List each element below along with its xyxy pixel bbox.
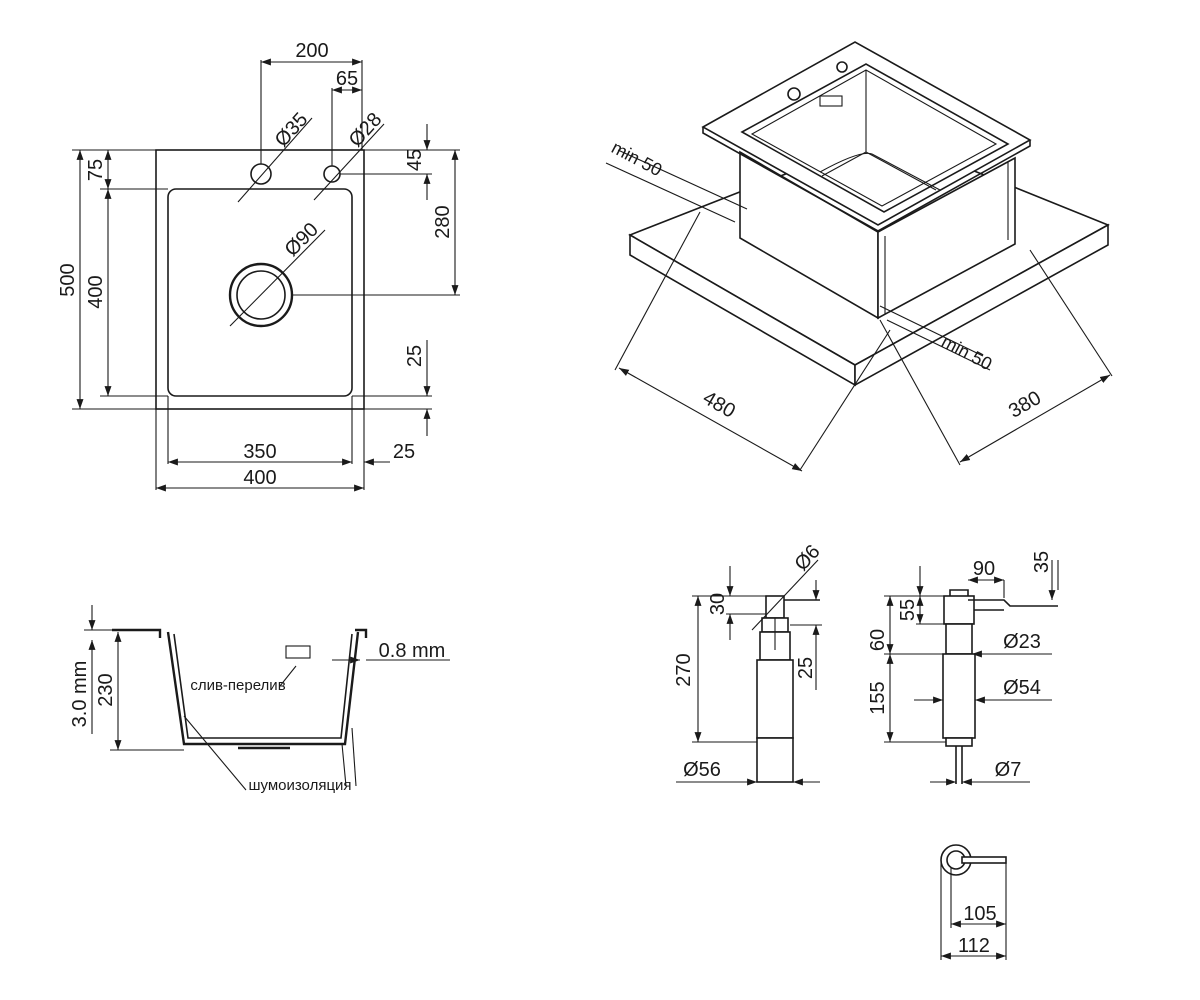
dispenser-top-view: 105 112: [940, 844, 1007, 960]
dim-30: 30: [707, 593, 729, 615]
dim-08mm: 0.8 mm: [379, 640, 446, 662]
iso-dispenser-hole: [836, 61, 848, 73]
bowl-opening: [740, 63, 1010, 213]
top-view: 200 65 Ø35 Ø28 75 45 280 Ø90 500 400 25 …: [57, 40, 460, 492]
dispenser-top-spout: [961, 856, 1007, 864]
dim-480: 480: [699, 387, 739, 423]
section-right-rim: [355, 628, 368, 638]
dim-280: 280: [432, 205, 454, 238]
dispenser-a: Ø6 30 270 25 Ø56: [673, 541, 825, 786]
dispenser-a-base: [756, 737, 794, 783]
bowl-side-wall: [877, 156, 1016, 320]
dim-55: 55: [897, 599, 919, 621]
section-bowl: [166, 631, 360, 746]
dim-400-bottom: 400: [243, 467, 276, 489]
countertop-side: [854, 223, 1109, 387]
dim-d35: Ø35: [271, 109, 313, 152]
faucet-hole-35: [250, 163, 272, 185]
dim-25-dispenser-a: 25: [795, 657, 817, 679]
dim-d54: Ø54: [1003, 677, 1041, 699]
dispenser-b: 90 35 55 60 Ø23 155 Ø54 Ø7: [867, 551, 1059, 786]
dim-d56: Ø56: [683, 759, 721, 781]
iso-logo: [819, 95, 843, 107]
dim-200: 200: [295, 40, 328, 62]
label-insulation: шумоизоляция: [248, 777, 351, 794]
dim-112: 112: [958, 935, 990, 957]
dispenser-b-bottle: [942, 653, 976, 739]
dim-25-right: 25: [404, 345, 426, 367]
dispenser-b-thread: [945, 623, 973, 655]
sink-outline: [155, 149, 365, 410]
dim-d28: Ø28: [345, 109, 387, 152]
dim-d6: Ø6: [790, 541, 824, 576]
isometric-view: min 50 min 50 480 380: [605, 41, 1113, 472]
dim-65: 65: [336, 68, 358, 90]
dim-350: 350: [243, 441, 276, 463]
dim-25-bottom: 25: [393, 441, 415, 463]
label-overflow: слив-перелив: [190, 677, 285, 694]
min-50-right: min 50: [938, 331, 995, 374]
dim-60: 60: [867, 629, 889, 651]
dispenser-b-cap: [945, 737, 973, 747]
dim-230: 230: [95, 673, 117, 706]
dim-90: 90: [973, 558, 995, 580]
min-50-left: min 50: [608, 137, 665, 180]
dim-155: 155: [867, 681, 889, 714]
overflow-icon: [285, 645, 311, 659]
drain-inner: [236, 270, 286, 320]
dim-270: 270: [673, 653, 695, 686]
dim-500: 500: [57, 263, 79, 296]
dim-d23: Ø23: [1003, 631, 1041, 653]
dim-380: 380: [1005, 387, 1045, 423]
section-view: 3.0 mm 230 0.8 mm слив-перелив шумоизоля…: [69, 605, 450, 794]
section-left-rim: [112, 628, 162, 638]
iso-faucet-hole: [787, 87, 801, 101]
dim-400-vertical: 400: [85, 275, 107, 308]
dim-105: 105: [963, 903, 996, 925]
dim-d7: Ø7: [995, 759, 1022, 781]
dim-45: 45: [404, 149, 426, 171]
dim-75: 75: [85, 159, 107, 181]
dim-3mm: 3.0 mm: [69, 661, 91, 728]
dim-35: 35: [1031, 551, 1053, 573]
dispenser-a-bottle: [756, 659, 794, 739]
bowl-outline: [167, 188, 353, 397]
dim-d90: Ø90: [281, 219, 323, 261]
